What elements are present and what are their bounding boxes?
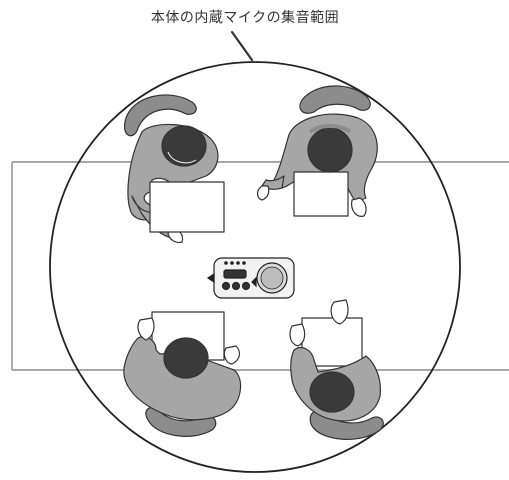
person-bottom-right xyxy=(289,299,384,440)
hair xyxy=(309,371,355,413)
speakerphone-icon xyxy=(206,257,295,299)
pickup-range-circle xyxy=(49,61,461,473)
hair xyxy=(161,125,207,167)
person-top-right xyxy=(256,85,378,217)
paper xyxy=(293,171,349,217)
paper xyxy=(149,181,225,233)
person-bottom-left xyxy=(123,311,242,437)
table xyxy=(11,161,509,371)
caption-leader-line xyxy=(230,30,254,62)
pickup-range-caption: 本体の内蔵マイクの集音範囲 xyxy=(150,10,340,26)
chair xyxy=(123,94,197,137)
person-top-left xyxy=(123,94,225,244)
chair xyxy=(299,85,371,114)
hair xyxy=(163,337,209,379)
hair xyxy=(307,127,353,173)
